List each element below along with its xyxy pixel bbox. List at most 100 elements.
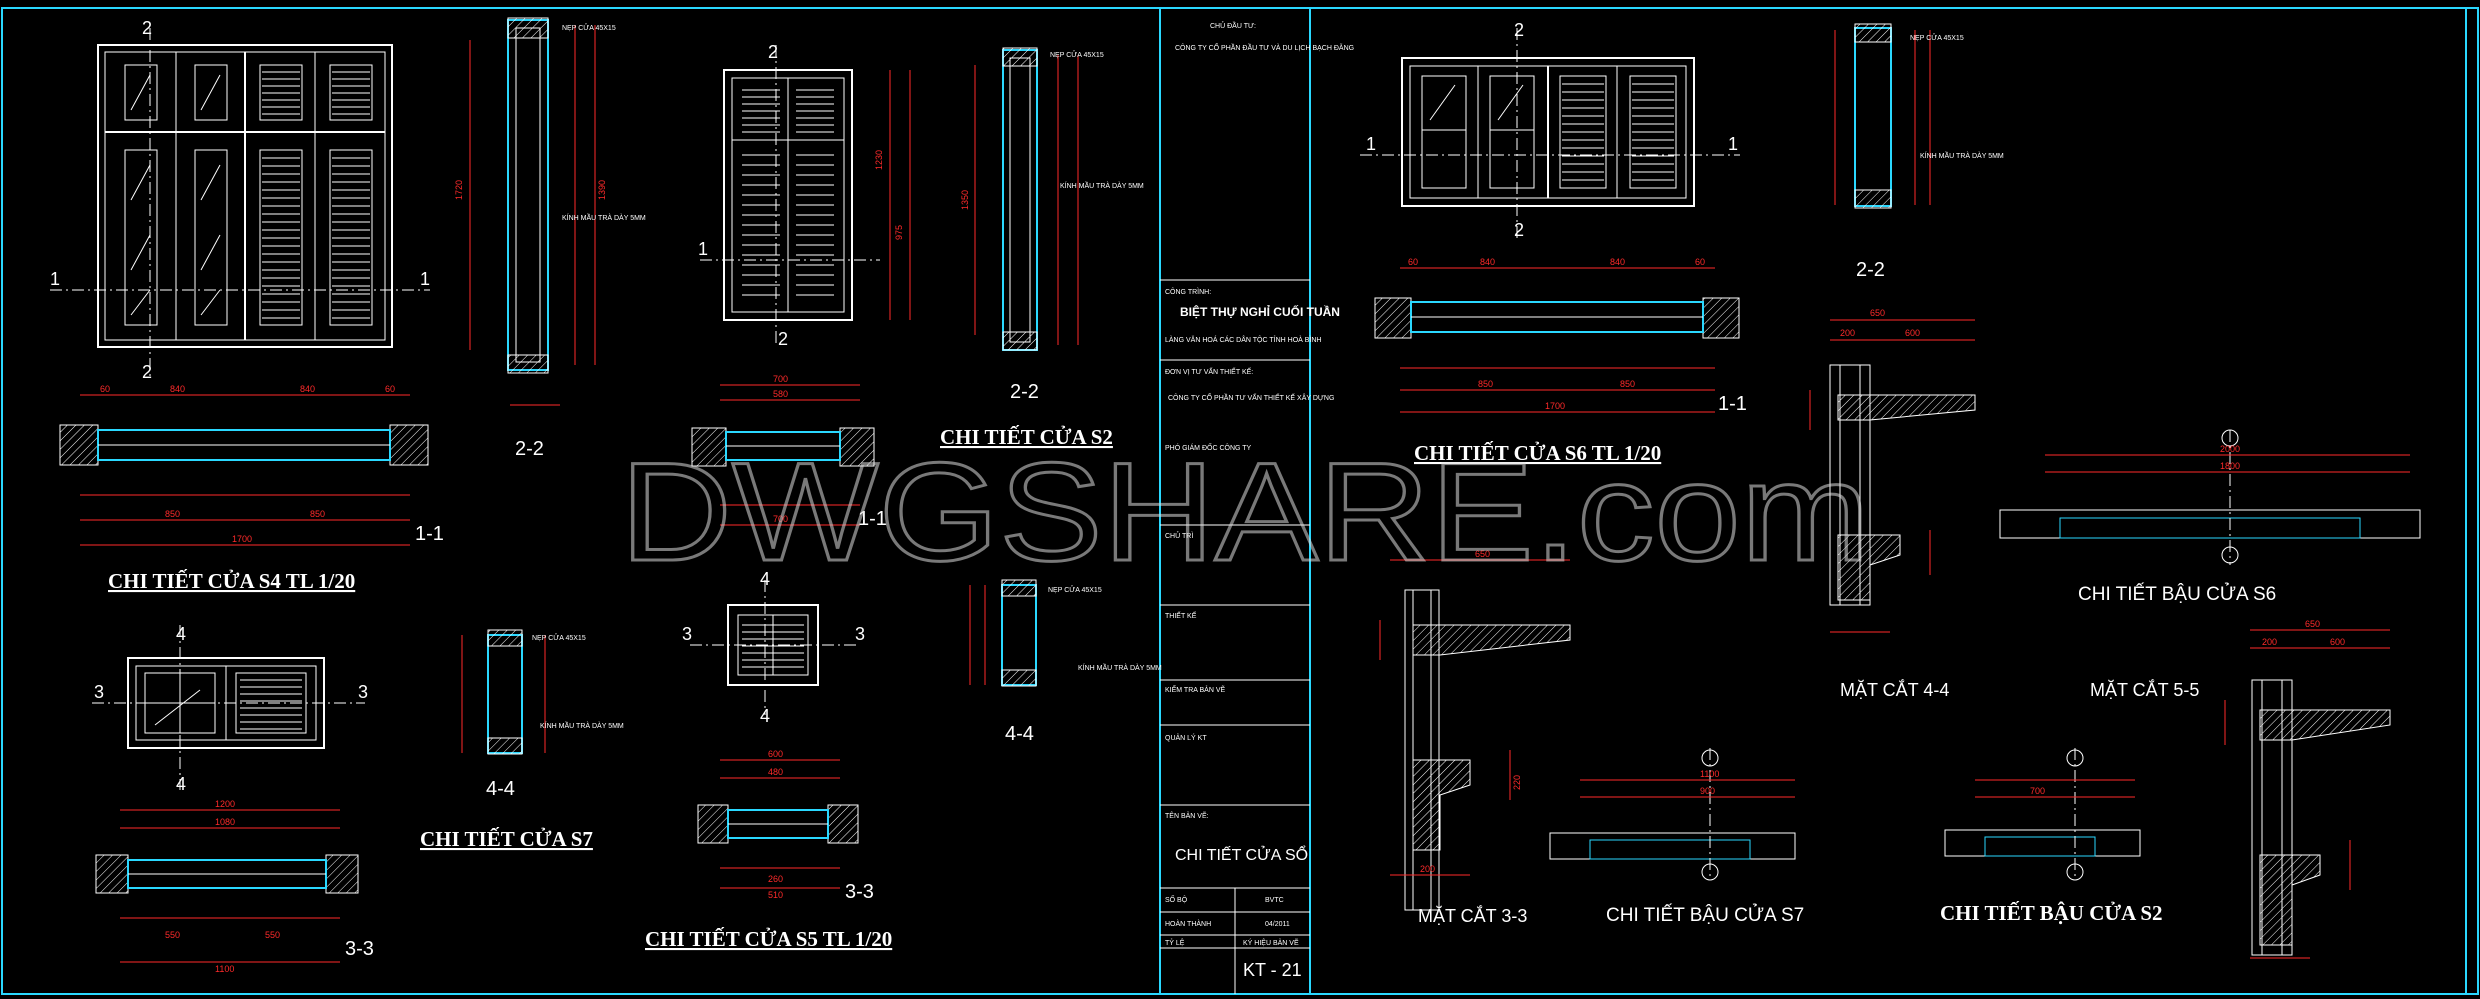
tb-designer-label: ĐƠN VỊ TƯ VẤN THIẾT KẾ: [1165,366,1253,376]
s5-dim-top-1: 480 [768,767,783,777]
s7-dim-top-0: 1200 [215,799,235,809]
s7-dim-bottom-1: 550 [265,930,280,940]
s5-dim-top-0: 600 [768,749,783,759]
s2-note-nep: NẸP CỬA 45X15 [1050,50,1104,59]
s6-title: CHI TIẾT CỬA S6 TL 1/20 [1414,441,1661,465]
sill-s2: 700 CHI TIẾT BẬU CỬA S2 [1940,748,2163,925]
sill-s7-dim-0: 1100 [1700,769,1719,779]
s4-section-2-2: 1720 1390 NẸP CỬA 45X15 KÍNH MẦU TRÀ DÀY… [454,17,646,460]
s7-marker-4-top: 4 [176,624,186,644]
sill-s7: 1100 900 CHI TIẾT BẬU CỬA S7 [1549,748,1804,926]
s6-dim-top-3: 60 [1695,257,1705,267]
s5-marker-4-bottom: 4 [760,706,770,726]
title-block: CHỦ ĐẦU TƯ: CÔNG TY CỔ PHẦN ĐẦU TƯ VÀ DU… [1160,20,1354,994]
tb-designer: CÔNG TY CỔ PHẦN TƯ VẤN THIẾT KẾ XÂY DỰNG [1168,392,1334,402]
cut-3-3-label: MẶT CẮT 3-3 [1418,905,1527,926]
s6-elevation: 2 2 1 1 [1360,20,1740,240]
cut44-dim-1: 200 [1840,328,1855,338]
s7-section-3-3-label: 3-3 [345,938,374,960]
cut55-dim-0: 650 [2305,619,2320,629]
s6-dim-top-1: 840 [1480,257,1495,267]
tb-chief-label: CHỦ TRÌ [1165,531,1193,540]
tb-phase: BVTC [1265,897,1284,904]
s6-note-kinh: KÍNH MẦU TRÀ DÀY 5MM [1920,150,2004,160]
s2-section-2-2: 1350 NẸP CỬA 45X15 KÍNH MẦU TRÀ DÀY 5MM … [960,47,1144,403]
s4-dim-top-2: 840 [300,384,315,394]
s4-section-1-1-label: 1-1 [415,523,444,545]
s7-marker-3-right: 3 [358,682,368,702]
s7-dim-bottom-0: 550 [165,930,180,940]
s6-dim-total: 1700 [1545,401,1565,411]
tb-project-label: CÔNG TRÌNH: [1165,287,1211,296]
tb-sheet-no-label: SỐ BỘ [1165,894,1188,904]
tb-date-label: HOÀN THÀNH [1165,919,1211,928]
sill-s6-dim-0: 2000 [2220,444,2240,454]
tb-date: 04/2011 [1265,921,1290,928]
s6-section-1-1-label: 1-1 [1718,393,1747,415]
sill-s2-title: CHI TIẾT BẬU CỬA S2 [1940,901,2163,925]
s2-dim-total: 700 [773,514,788,524]
s7-note-nep: NẸP CỬA 45X15 [532,633,586,642]
s2-section-1-1-label: 1-1 [858,508,887,530]
cut33-dim-3: 220 [1512,775,1522,790]
tb-owner: CÔNG TY CỔ PHẦN ĐẦU TƯ VÀ DU LỊCH BẠCH Đ… [1175,42,1354,52]
s2-dim-h1: 1350 [960,190,970,210]
tb-drawing-name: CHI TIẾT CỬA SỔ [1175,845,1308,864]
sill-s6-title: CHI TIẾT BẬU CỬA S6 [2078,583,2276,605]
sill-s6: 2000 1800 CHI TIẾT BẬU CỬA S6 [1999,429,2421,605]
s5-section-3-3-label: 3-3 [845,881,874,903]
watermark: DWGSHARE.com [620,433,1870,590]
cut55-dim-1: 200 [2262,637,2277,647]
s4-section-2-2-label: 2-2 [515,438,544,460]
s4-note-kinh: KÍNH MẦU TRÀ DÀY 5MM [562,212,646,222]
cut33-dim-1: 200 [1420,864,1435,874]
s6-dim-top-2: 840 [1610,257,1625,267]
s2-marker-2-bottom: 2 [778,329,788,349]
sill-s7-dim-1: 900 [1700,786,1715,796]
s6-marker-2-top: 2 [1514,20,1524,40]
s7-elevation: 4 4 3 3 [92,624,368,794]
s2-dim-h0: 1230 [874,150,884,170]
s7-section-4-4: NẸP CỬA 45X15 KÍNH MẦU TRÀ DÀY 5MM 4-4 [461,629,624,800]
s5-marker-4-top: 4 [760,569,770,589]
s2-marker-2-top: 2 [768,42,778,62]
s6-section-1-1: 60 840 840 60 850 850 1700 1-1 [1374,257,1747,415]
s6-note-nep: NẸP CỬA 45X15 [1910,33,1964,42]
tb-checker-label: KIỂM TRA BẢN VẼ [1165,685,1225,694]
s5-note-kinh: KÍNH MẦU TRÀ DÀY 5MM [1078,662,1162,672]
s2-elevation: 1230 975 2 2 1 [698,42,911,349]
s4-section-1-1: 60 840 840 60 850 850 1700 1-1 [59,384,444,546]
cut44-dim-2: 600 [1905,328,1920,338]
sill-s2-dim-0: 700 [2030,786,2045,796]
s4-note-nep: NẸP CỬA 45X15 [562,23,616,32]
s2-note-kinh: KÍNH MẦU TRÀ DÀY 5MM [1060,180,1144,190]
s7-marker-4-bottom: 4 [176,774,186,794]
tb-code-label: KÝ HIỆU BẢN VẼ [1243,938,1299,947]
s4-dim-top-1: 840 [170,384,185,394]
s2-dim-top-1: 580 [773,389,788,399]
s4-dim-height: 1720 [454,180,464,200]
sheet-frame [1,7,2479,995]
s5-section-4-4-label: 4-4 [1005,723,1034,745]
s6-dim-sub-1: 850 [1620,379,1635,389]
tb-owner-label: CHỦ ĐẦU TƯ: [1210,20,1256,30]
s5-marker-3-right: 3 [855,624,865,644]
s4-marker-1-left: 1 [50,269,60,289]
s5-note-nep: NẸP CỬA 45X15 [1048,585,1102,594]
s7-title: CHI TIẾT CỬA S7 [420,827,593,851]
tb-director-label: PHÓ GIÁM ĐỐC CÔNG TY [1165,442,1252,452]
s4-dim-sub-1: 850 [310,509,325,519]
tb-code: KT - 21 [1243,960,1302,980]
s7-section-3-3: 1200 1080 550 550 1100 3-3 [95,799,374,974]
s4-elevation: 2 2 1 1 [50,18,430,382]
s2-section-1-1: 700 580 700 1-1 [691,374,887,530]
tb-manager-label: QUẢN LÝ KT [1165,733,1207,742]
tb-drawing-label: TÊN BẢN VẼ: [1165,811,1209,820]
s5-elevation: 4 4 3 3 [682,569,865,726]
s7-dim-top-1: 1080 [215,817,235,827]
s2-section-2-2-label: 2-2 [1010,381,1039,403]
s7-dim-total: 1100 [215,964,234,974]
s6-marker-1-left: 1 [1366,134,1376,154]
cut55-dim-2: 600 [2330,637,2345,647]
